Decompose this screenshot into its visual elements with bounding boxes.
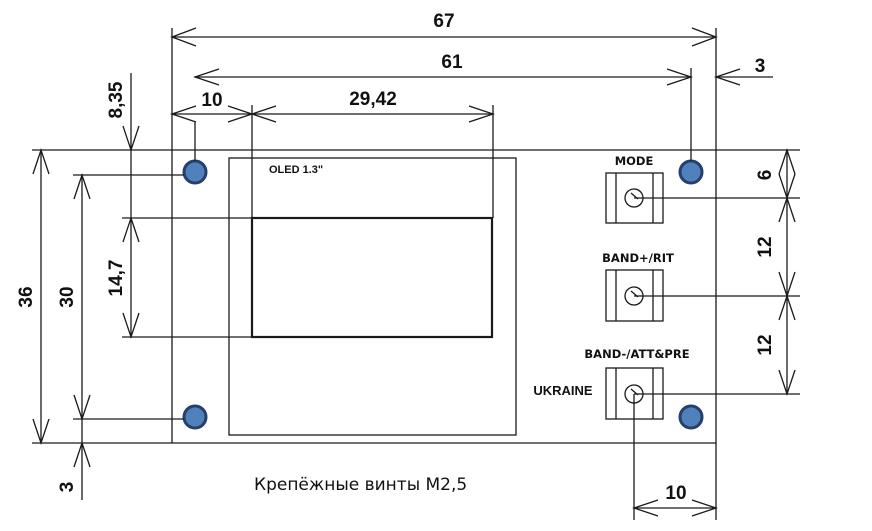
dim-overall-width-value: 67 <box>433 11 454 32</box>
dim-button-pitch-2: 12 <box>755 293 796 397</box>
dim-right-margin-value: 3 <box>755 56 766 77</box>
dim-oled-active-height: 14,7 <box>106 215 140 340</box>
mounting-hole-top-right <box>678 159 704 185</box>
caption-mounting-screws: Крепёжные винты М2,5 <box>254 475 467 495</box>
button-band-minus: BAND-/ATT&PRE <box>584 347 690 420</box>
dim-oled-active-width-value: 29,42 <box>349 89 397 110</box>
dim-bottom-margin: 3 <box>57 419 91 500</box>
dim-hole-spacing-vertical: 30 <box>57 172 91 422</box>
button-band-plus: BAND+/RIT <box>602 251 674 322</box>
dim-button-pitch-2-value: 12 <box>755 334 776 355</box>
dim-oled-active-width: 29,42 <box>249 89 496 123</box>
dim-oled-offset-left: 10 <box>169 90 255 123</box>
oled-active-area <box>250 216 494 339</box>
dim-bottom-margin-value: 3 <box>57 482 78 493</box>
dim-oled-offset-top-value: 8,35 <box>106 81 127 118</box>
dim-button-right-offset: 10 <box>631 483 719 517</box>
oled-label: OLED 1.3" <box>269 164 323 176</box>
dim-right-margin: 3 <box>713 56 773 86</box>
mounting-hole-bottom-left <box>182 404 208 430</box>
mounting-hole-bottom-right <box>678 404 704 430</box>
button-mode: MODE <box>605 154 664 224</box>
button-mode-label: MODE <box>615 154 654 168</box>
ukraine-label: UKRAINE <box>533 383 593 398</box>
dim-oled-offset-top: 8,35 <box>106 73 140 218</box>
dim-button-pitch-1-value: 12 <box>755 236 776 257</box>
dim-overall-width: 67 <box>170 11 718 47</box>
button-band-plus-label: BAND+/RIT <box>602 251 674 265</box>
dim-button-top-offset-value: 6 <box>755 170 776 181</box>
dim-oled-offset-left-value: 10 <box>201 90 222 111</box>
oled-module-outline <box>228 157 517 436</box>
dim-overall-height-value: 36 <box>16 286 37 307</box>
mounting-hole-top-left <box>182 159 208 185</box>
dim-button-right-offset-value: 10 <box>665 483 686 504</box>
dim-button-top-offset: 6 <box>755 147 796 201</box>
dim-hole-spacing-horizontal-value: 61 <box>441 52 463 73</box>
dim-overall-height: 36 <box>16 147 50 446</box>
dim-hole-spacing-vertical-value: 30 <box>57 286 78 307</box>
dim-oled-active-height-value: 14,7 <box>106 260 127 297</box>
dim-button-pitch-1: 12 <box>755 195 796 299</box>
dim-hole-spacing-horizontal: 61 <box>192 52 694 86</box>
button-band-minus-label: BAND-/ATT&PRE <box>584 347 689 361</box>
